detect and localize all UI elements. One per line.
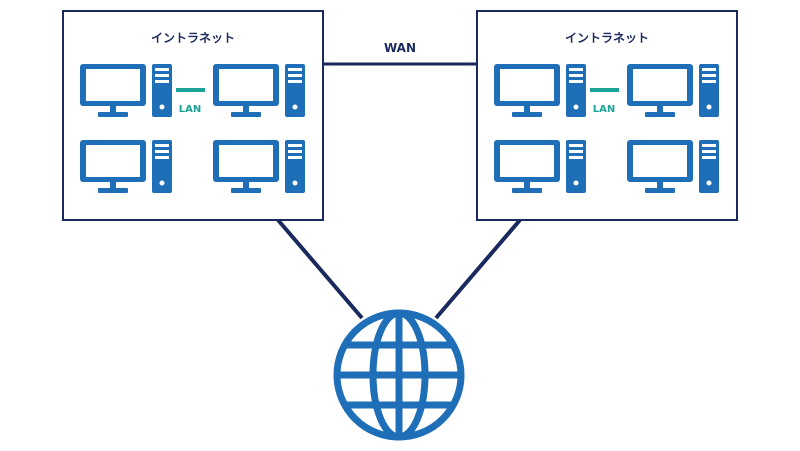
intranet-box-left: イントラネット LAN [62, 10, 324, 221]
intranet-box-right: イントラネット LAN [476, 10, 738, 221]
left-internet-link [276, 218, 364, 320]
lan-label-right: LAN [593, 104, 615, 115]
lan-connector-right [590, 88, 619, 92]
intranet-title-left: イントラネット [151, 31, 235, 45]
lan-label-left: LAN [179, 104, 201, 115]
globe-icon [333, 309, 465, 441]
lan-connector-left [176, 88, 205, 92]
wan-label: WAN [384, 41, 416, 55]
right-internet-link [434, 218, 522, 320]
intranet-title-right: イントラネット [565, 31, 649, 45]
